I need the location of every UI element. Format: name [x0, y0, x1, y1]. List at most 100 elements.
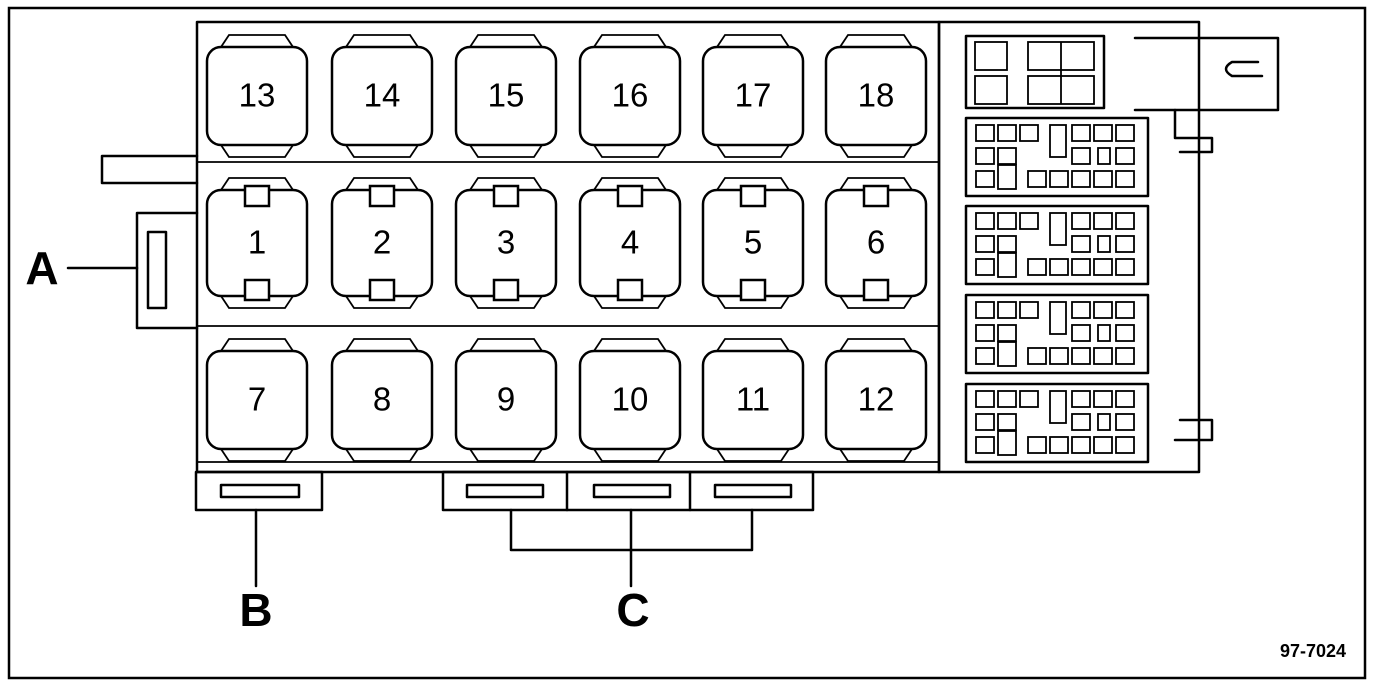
relay-latch-bottom — [739, 278, 767, 302]
relay-socket: 8 — [330, 338, 434, 462]
relay-number: 1 — [248, 224, 266, 261]
connector-plug-top — [964, 34, 1106, 110]
plug-pin — [1115, 324, 1135, 342]
plug-pin — [1115, 413, 1135, 431]
relay-number: 12 — [858, 381, 895, 418]
plug-pin — [1115, 436, 1135, 454]
plug-pin — [997, 212, 1017, 230]
relay-clip-bottom — [593, 144, 667, 158]
relay-latch-top — [368, 184, 396, 208]
plug-pin — [975, 301, 995, 319]
relay-outline — [205, 349, 309, 451]
plug-pin — [1019, 124, 1039, 142]
relay-clip-top — [839, 177, 913, 191]
relay-number: 7 — [248, 381, 266, 418]
relay-clip-bottom — [220, 448, 294, 462]
plug-pin — [1115, 170, 1135, 188]
relay-number: 10 — [612, 381, 649, 418]
plug-pin — [1115, 147, 1135, 165]
plug-pin — [1071, 324, 1091, 342]
relay-clip-top — [593, 338, 667, 352]
relay-latch-top — [243, 184, 271, 208]
relay-socket: 18 — [824, 34, 928, 158]
plug-pin — [1071, 212, 1091, 230]
connector-plug — [964, 293, 1150, 375]
relay-outline — [824, 349, 928, 451]
fuse-holder-c — [441, 470, 815, 512]
relay-socket: 9 — [454, 338, 558, 462]
relay-clip-top — [716, 338, 790, 352]
fuse-c-slot-1 — [465, 483, 545, 499]
plug-pin — [1093, 212, 1113, 230]
plug-pin — [1115, 258, 1135, 276]
relay-number: 8 — [373, 381, 391, 418]
plug-pin — [1071, 258, 1091, 276]
plug-pin — [1071, 170, 1091, 188]
relay-clip-top — [220, 177, 294, 191]
plug-pin — [1115, 235, 1135, 253]
plug-pin — [1027, 258, 1047, 276]
pin-1 — [974, 41, 1008, 71]
relay-socket: 4 — [578, 177, 682, 309]
relay-number: 11 — [736, 381, 770, 418]
plug-pin — [997, 430, 1017, 456]
relay-number: 15 — [488, 77, 525, 114]
relay-clip-bottom — [839, 295, 913, 309]
callout-a-label: A — [25, 242, 58, 294]
plug-pin — [1097, 147, 1111, 165]
plug-pin — [1049, 212, 1067, 246]
plug-pin — [975, 436, 995, 454]
plug-pin — [1071, 436, 1091, 454]
plug-pin — [1019, 301, 1039, 319]
relay-number: 3 — [497, 224, 515, 261]
fuse-holder-a — [135, 211, 199, 330]
plug-housing — [964, 116, 1150, 198]
relay-number: 6 — [867, 224, 885, 261]
plug-pin — [975, 324, 995, 342]
plug-housing — [964, 204, 1150, 286]
plug-pin — [1019, 212, 1039, 230]
relay-latch-top — [862, 184, 890, 208]
relay-outline — [824, 45, 928, 147]
callout-b-label: B — [239, 584, 272, 636]
relay-clip-top — [716, 34, 790, 48]
plug-pin — [1049, 347, 1069, 365]
figure-number: 97-7024 — [1280, 641, 1346, 661]
relay-socket: 7 — [205, 338, 309, 462]
plug-pin — [1027, 170, 1047, 188]
connector-side-clip-top — [1173, 108, 1214, 154]
plug-pin — [1115, 212, 1135, 230]
plug-pin — [997, 390, 1017, 408]
relay-latch-top — [739, 184, 767, 208]
plug-pin — [997, 124, 1017, 142]
relay-clip-bottom — [839, 144, 913, 158]
plug-pin — [975, 347, 995, 365]
relay-clip-top — [593, 34, 667, 48]
plug-pin — [1019, 390, 1039, 408]
plug-pin — [1049, 436, 1069, 454]
relay-clip-top — [345, 177, 419, 191]
relay-outline — [701, 349, 805, 451]
connector-plug — [964, 204, 1150, 286]
relay-clip-bottom — [220, 144, 294, 158]
relay-clip-bottom — [839, 448, 913, 462]
plug-pin — [1115, 124, 1135, 142]
plug-pin — [1115, 301, 1135, 319]
relay-socket: 2 — [330, 177, 434, 309]
connector-block — [937, 20, 1201, 474]
pin-2 — [974, 75, 1008, 105]
relay-clip-top — [839, 338, 913, 352]
connector-top-tab — [1133, 36, 1280, 112]
relay-outline — [330, 349, 434, 451]
relay-clip-bottom — [469, 144, 543, 158]
relay-number: 4 — [621, 224, 639, 261]
relay-socket: 5 — [701, 177, 805, 309]
relay-socket: 13 — [205, 34, 309, 158]
plug-pin — [1097, 413, 1111, 431]
relay-clip-bottom — [593, 448, 667, 462]
plug-pin — [1049, 170, 1069, 188]
plug-pin — [1115, 390, 1135, 408]
plug-pin — [975, 212, 995, 230]
plug-pin — [1071, 124, 1091, 142]
